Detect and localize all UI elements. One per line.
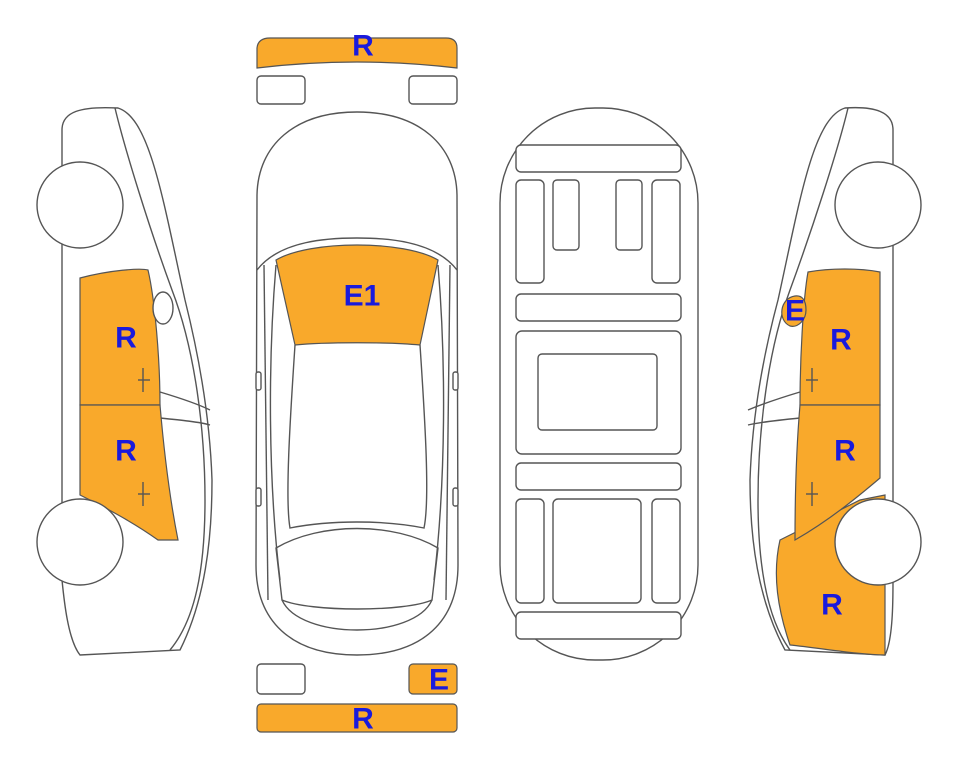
under-mid-bar-1 [515, 293, 682, 322]
label-left-rear-door: R [115, 435, 137, 468]
under-rear-left [515, 498, 545, 604]
under-rear-bar [515, 611, 682, 640]
left-inner-line [269, 264, 281, 581]
rear-window [275, 527, 439, 610]
front-right-light[interactable] [408, 75, 458, 105]
label-right-mirror: E [785, 295, 805, 328]
top-right-handle-2 [452, 487, 459, 507]
under-rear-center [552, 498, 642, 604]
under-center-panel [537, 353, 658, 431]
top-left-handle-1 [255, 371, 262, 391]
rear-bumper-damage[interactable] [256, 703, 458, 733]
under-front-right [651, 179, 681, 284]
trunk-line [281, 599, 433, 631]
right-rear-door-damage[interactable] [794, 404, 881, 542]
windshield-damage[interactable] [275, 244, 439, 346]
right-body-inner [757, 107, 849, 651]
left-side-view [36, 106, 213, 656]
left-window-line [159, 391, 211, 411]
hood-lines [256, 237, 458, 271]
right-side-line [445, 264, 451, 601]
rear-left-light[interactable] [256, 663, 306, 695]
label-windshield: E1 [344, 280, 381, 313]
right-mirror-damage[interactable] [781, 295, 807, 327]
top-left-handle-2 [255, 487, 262, 507]
top-view [255, 37, 459, 733]
label-left-front-door: R [115, 322, 137, 355]
left-window-line-2 [159, 417, 211, 426]
left-rear-wheel[interactable] [36, 498, 124, 586]
front-bumper-damage[interactable] [256, 37, 458, 69]
right-rear-wheel[interactable] [834, 498, 922, 586]
under-front-mid-right [615, 179, 643, 251]
left-front-door-damage[interactable] [79, 268, 161, 406]
label-right-rear-quarter: R [821, 589, 843, 622]
left-body-inner [114, 107, 206, 651]
label-rear-left-light: E [429, 664, 449, 697]
left-side-line [263, 264, 269, 601]
under-front-bar [515, 144, 682, 173]
label-rear-bumper: R [352, 703, 374, 736]
right-window-line [747, 391, 801, 411]
label-right-rear-door: R [834, 435, 856, 468]
under-mid-bar-2 [515, 462, 682, 491]
left-front-wheel[interactable] [36, 161, 124, 249]
top-body-outline [255, 111, 459, 656]
damage-labels: R E1 E R R R E R R R [115, 30, 856, 736]
top-right-handle-1 [452, 371, 459, 391]
right-front-wheel[interactable] [834, 161, 922, 249]
rear-right-light-damage[interactable] [408, 663, 458, 695]
under-rear-right [651, 498, 681, 604]
roof-outline [287, 344, 428, 529]
undercarriage-view [499, 107, 699, 661]
right-inner-line [433, 264, 445, 581]
left-mirror[interactable] [152, 291, 174, 325]
label-front-bumper: R [352, 30, 374, 63]
right-side-view [747, 106, 922, 656]
under-front-mid-left [552, 179, 580, 251]
front-left-light[interactable] [256, 75, 306, 105]
label-right-front-door: R [830, 324, 852, 357]
under-front-left [515, 179, 545, 284]
right-window-line-2 [747, 417, 801, 426]
